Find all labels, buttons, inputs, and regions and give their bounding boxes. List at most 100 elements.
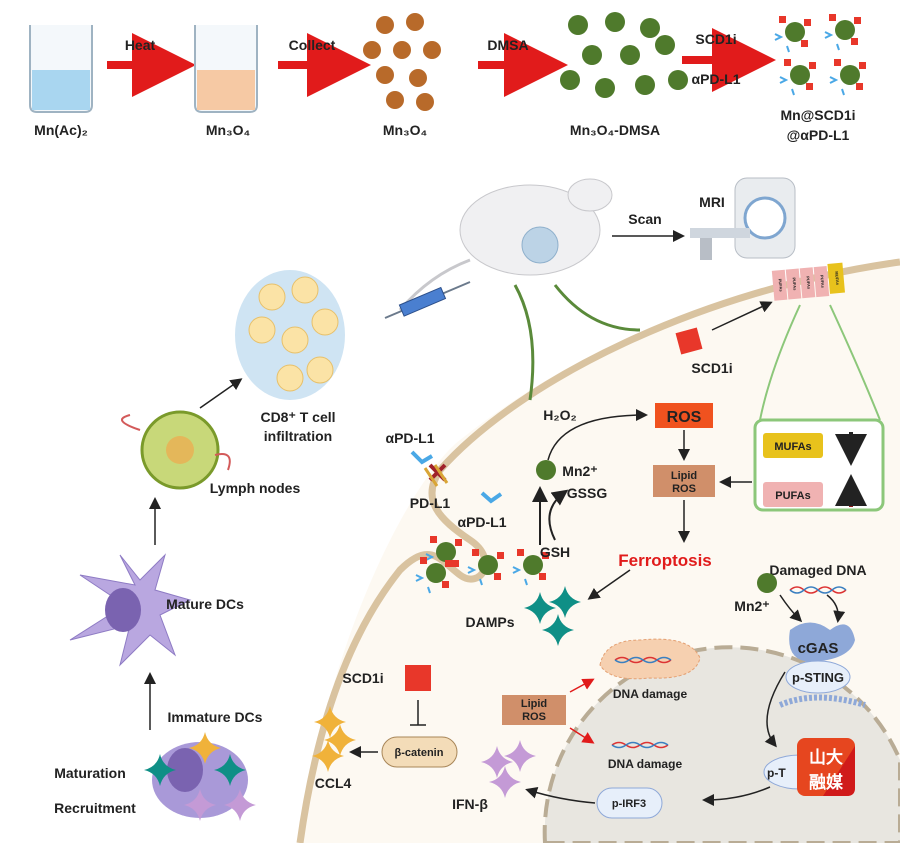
inhibition-icon bbox=[410, 700, 426, 726]
label-scd1i-bottom: SCD1i bbox=[342, 670, 383, 686]
label-maturation: Maturation bbox=[54, 765, 126, 781]
label-apdl1-arrow: αPD-L1 bbox=[691, 71, 740, 87]
arrow-ros-to-nucleus bbox=[569, 727, 595, 744]
label-mn3o4-1: Mn₃O₄ bbox=[206, 122, 250, 138]
label-p-irf3: p-IRF3 bbox=[612, 798, 646, 810]
watermark-logo: 山大 融媒 bbox=[797, 738, 855, 796]
tumor-t-cell-cluster bbox=[235, 270, 345, 400]
label-gssg: GSSG bbox=[567, 485, 608, 501]
label-ferroptosis: Ferroptosis bbox=[618, 551, 712, 570]
label-dna-damage-mito: DNA damage bbox=[613, 687, 688, 701]
ros-box bbox=[655, 403, 713, 428]
label-pufas: PUFAs bbox=[775, 490, 810, 502]
mn-scd1i-apdl1-particles bbox=[774, 13, 867, 96]
label-gsh: GSH bbox=[540, 544, 570, 560]
label-mn3o4-dmsa: Mn₃O₄-DMSA bbox=[570, 122, 660, 138]
mn3o4-particles bbox=[363, 13, 441, 111]
beta-catenin-pill bbox=[381, 736, 458, 768]
mn2-ion-sting bbox=[757, 573, 777, 593]
label-damaged-dna: Damaged DNA bbox=[769, 562, 866, 578]
pdl1-receptor-icon bbox=[423, 464, 449, 487]
label-ifn-beta: IFN-β bbox=[452, 796, 488, 812]
syringe-icon bbox=[384, 281, 471, 319]
arrow-gsh-to-gssg bbox=[548, 489, 569, 541]
label-p-tbk: p-T bbox=[767, 766, 786, 780]
cgas-shape bbox=[789, 622, 855, 662]
label-final-line1: Mn@SCD1i bbox=[780, 107, 855, 123]
lipid-label-2: PUFAs bbox=[791, 277, 797, 291]
label-mri: MRI bbox=[699, 194, 725, 210]
label-recruitment: Recruitment bbox=[54, 800, 136, 816]
label-lipid-ros-1: Lipid bbox=[671, 470, 697, 482]
label-ros: ROS bbox=[667, 409, 702, 426]
lipid-label-3: PUFAs bbox=[805, 276, 811, 290]
label-dna-damage-nucleus: DNA damage bbox=[608, 757, 683, 771]
lipid-label-1: PUFAs bbox=[778, 278, 784, 292]
label-mn3o4-2: Mn₃O₄ bbox=[383, 122, 427, 138]
mufas-tag bbox=[763, 433, 823, 458]
p-sting-shape bbox=[785, 660, 851, 694]
label-heat: Heat bbox=[125, 37, 156, 53]
lipid-label-5: MUFAs bbox=[834, 271, 840, 286]
label-h2o2: H₂O₂ bbox=[543, 407, 576, 423]
label-scd1i-top: SCD1i bbox=[691, 360, 732, 376]
dna-mito-icon-2 bbox=[614, 656, 672, 664]
arrow-ros-to-mito bbox=[569, 678, 595, 693]
dna-nucleus-icon-2 bbox=[611, 741, 669, 749]
lipid-ros-box bbox=[653, 465, 715, 497]
p-irf3-pill bbox=[596, 787, 663, 819]
er-membrane bbox=[778, 694, 866, 708]
label-lipid-ros-2: ROS bbox=[672, 483, 696, 495]
arrow-ferroptosis-to-damps bbox=[587, 569, 631, 600]
immature-dc-cluster bbox=[144, 732, 256, 821]
svg-text:融媒: 融媒 bbox=[809, 772, 844, 792]
svg-text:山大: 山大 bbox=[809, 747, 843, 767]
label-collect: Collect bbox=[289, 37, 336, 53]
label-immature-dcs: Immature DCs bbox=[168, 709, 263, 725]
label-scd1i-arrow: SCD1i bbox=[695, 31, 736, 47]
arrow-scd1i-to-membrane bbox=[711, 301, 773, 331]
mouse-illustration bbox=[398, 178, 613, 311]
arrow-mn2-to-cgas bbox=[779, 594, 803, 623]
label-mature-dcs: Mature DCs bbox=[166, 596, 244, 612]
arrow-dna-to-cgas bbox=[826, 594, 846, 623]
arrow-tbk-to-irf3 bbox=[702, 786, 771, 806]
label-lipid-ros2-1: Lipid bbox=[521, 698, 547, 710]
label-mufas: MUFAs bbox=[774, 441, 811, 453]
label-cd8-line2: infiltration bbox=[264, 428, 332, 444]
mri-scanner-icon bbox=[690, 177, 796, 260]
pufas-tag bbox=[763, 482, 823, 507]
label-beta-catenin: β-catenin bbox=[395, 747, 444, 759]
label-lymph-nodes: Lymph nodes bbox=[210, 480, 301, 496]
label-apdl1-top: αPD-L1 bbox=[385, 430, 434, 446]
label-damps: DAMPs bbox=[465, 614, 514, 630]
scd1i-square bbox=[675, 327, 703, 355]
label-mn2: Mn2⁺ bbox=[562, 463, 597, 479]
tumor-link-line bbox=[513, 284, 535, 401]
lipid-label-4: PUFAs bbox=[819, 275, 825, 289]
zoom-lines bbox=[759, 304, 881, 421]
mature-dc-illustration bbox=[69, 553, 192, 667]
label-p-sting: p-STING bbox=[792, 670, 844, 685]
beaker-mn3o4 bbox=[194, 25, 258, 113]
arrow-irf3-to-ifn bbox=[525, 786, 596, 804]
antibody-icon bbox=[410, 450, 434, 465]
arrow-lymph-to-tcell bbox=[199, 378, 243, 409]
label-final-line2: @αPD-L1 bbox=[787, 127, 850, 143]
lipid-ros-box-2 bbox=[502, 695, 566, 725]
mitochondrion-icon bbox=[599, 638, 701, 680]
label-cgas: cGAS bbox=[798, 640, 839, 657]
label-mn2-sting: Mn2⁺ bbox=[734, 598, 769, 614]
cell-membrane bbox=[296, 258, 900, 843]
tumor-link-line-2 bbox=[553, 284, 641, 332]
label-ccl4: CCL4 bbox=[315, 775, 352, 791]
label-cd8-line1: CD8⁺ T cell bbox=[260, 409, 335, 425]
scd1i-square-bottom bbox=[405, 665, 431, 691]
label-dmsa: DMSA bbox=[487, 37, 528, 53]
arrow-sting-to-tbk bbox=[764, 671, 786, 748]
label-scan: Scan bbox=[628, 211, 661, 227]
mn2-ion bbox=[536, 460, 556, 480]
dna-strand-icon-2 bbox=[789, 586, 847, 594]
